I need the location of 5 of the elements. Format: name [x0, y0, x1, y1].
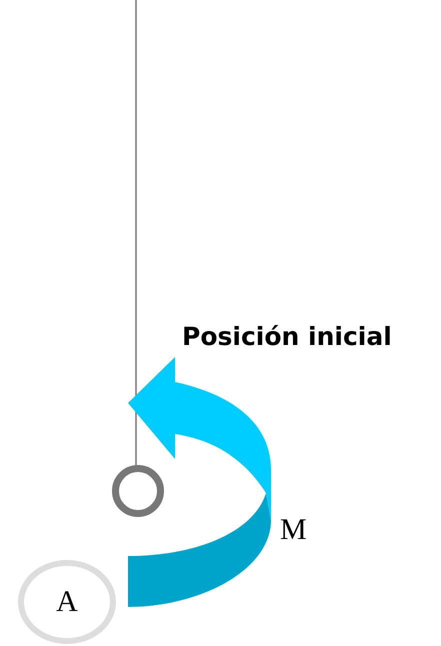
- point-ellipse: [18, 560, 116, 644]
- point-label: M: [280, 513, 307, 547]
- pendulum-bob: [112, 465, 164, 517]
- point-label: A: [56, 585, 78, 619]
- position-label: Posición inicial: [182, 322, 392, 351]
